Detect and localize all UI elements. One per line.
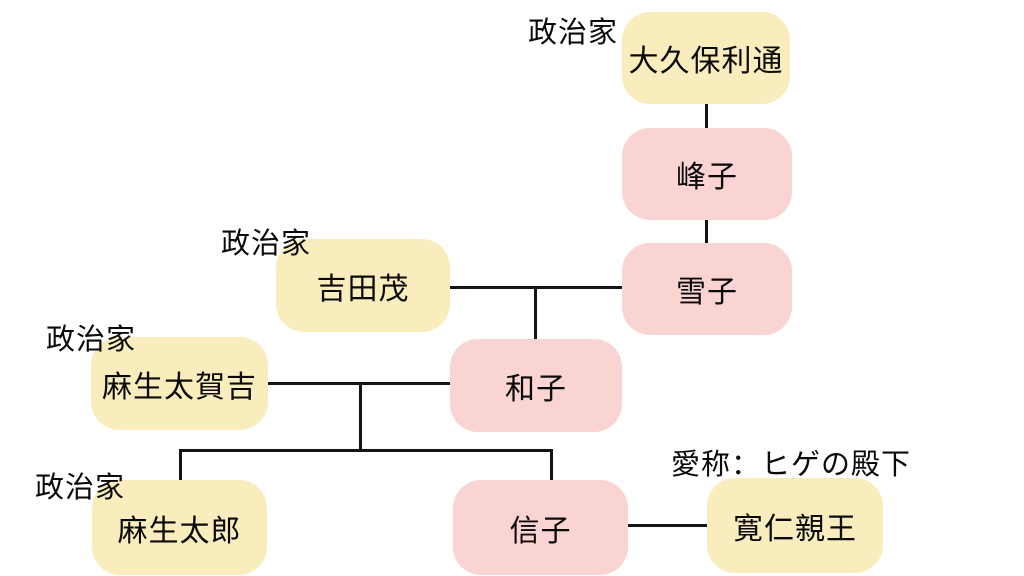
edge-nobuko-tomohito: [628, 524, 707, 527]
role-label-taro: 政治家: [35, 472, 126, 504]
role-label-takakichi: 政治家: [46, 324, 137, 356]
node-label: 麻生太郎: [117, 514, 242, 548]
node-label: 大久保利通: [628, 45, 784, 78]
node-yoshida-shigeru: 吉田茂: [276, 239, 450, 332]
node-tomohito-shinno: 寛仁親王: [707, 478, 883, 573]
node-label: 吉田茂: [316, 272, 410, 306]
node-mineko: 峰子: [622, 128, 792, 220]
node-label: 雪子: [676, 276, 738, 309]
node-aso-takakichi: 麻生太賀吉: [91, 337, 268, 430]
node-aso-taro: 麻生太郎: [92, 480, 267, 575]
node-label: 和子: [505, 372, 567, 406]
node-label: 寛仁親王: [733, 512, 857, 546]
edge-couple-to-kazuko: [534, 286, 537, 339]
edge-bar-to-nobuko: [550, 449, 553, 480]
edge-mineko-yukiko: [705, 219, 708, 243]
node-label: 麻生太賀吉: [102, 370, 257, 404]
edge-couple-to-children: [359, 382, 362, 452]
node-nobuko: 信子: [453, 480, 628, 575]
alias-label-tomohito: 愛称：ヒゲの殿下: [671, 449, 912, 481]
node-label: 信子: [509, 514, 572, 548]
node-yukiko: 雪子: [622, 243, 792, 335]
edge-children-bar: [179, 449, 553, 452]
role-label-okubo: 政治家: [528, 17, 619, 49]
node-okubo-toshimichi: 大久保利通: [622, 12, 790, 104]
node-label: 峰子: [676, 161, 738, 194]
role-label-yoshida: 政治家: [221, 228, 312, 260]
edge-bar-to-taro: [179, 449, 182, 480]
edge-okubo-mineko: [705, 103, 708, 128]
node-kazuko: 和子: [450, 339, 622, 432]
